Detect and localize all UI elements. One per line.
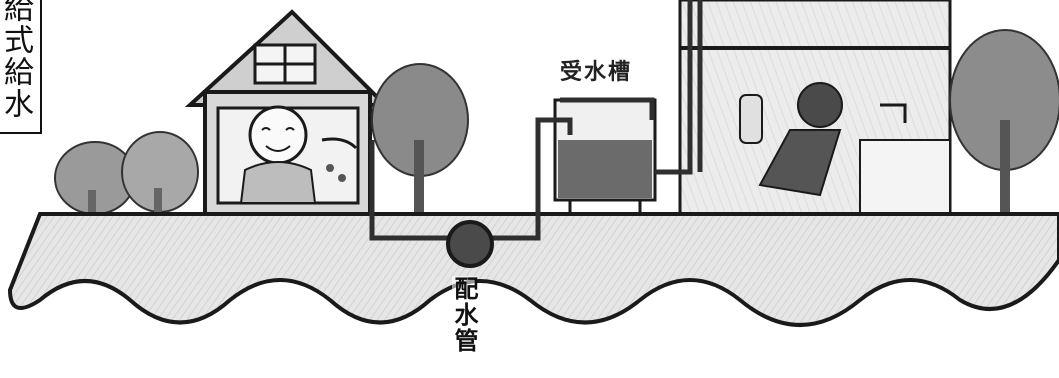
- distribution-main-pipe: [446, 220, 494, 268]
- supply-pipes: [369, 0, 703, 241]
- distribution-main-label: 配水管: [450, 276, 478, 354]
- middle-tree: [371, 63, 469, 215]
- receiving-tank-label: 受水槽: [560, 60, 633, 85]
- building: [678, 0, 952, 217]
- left-trees: [54, 131, 199, 215]
- person-face: [248, 105, 308, 165]
- ground: [7, 212, 1059, 327]
- right-tree: [949, 29, 1059, 215]
- house: [184, 9, 390, 216]
- title-label: 給式給水: [0, 0, 42, 134]
- girl-head: [797, 82, 843, 128]
- receiving-tank: [553, 98, 657, 212]
